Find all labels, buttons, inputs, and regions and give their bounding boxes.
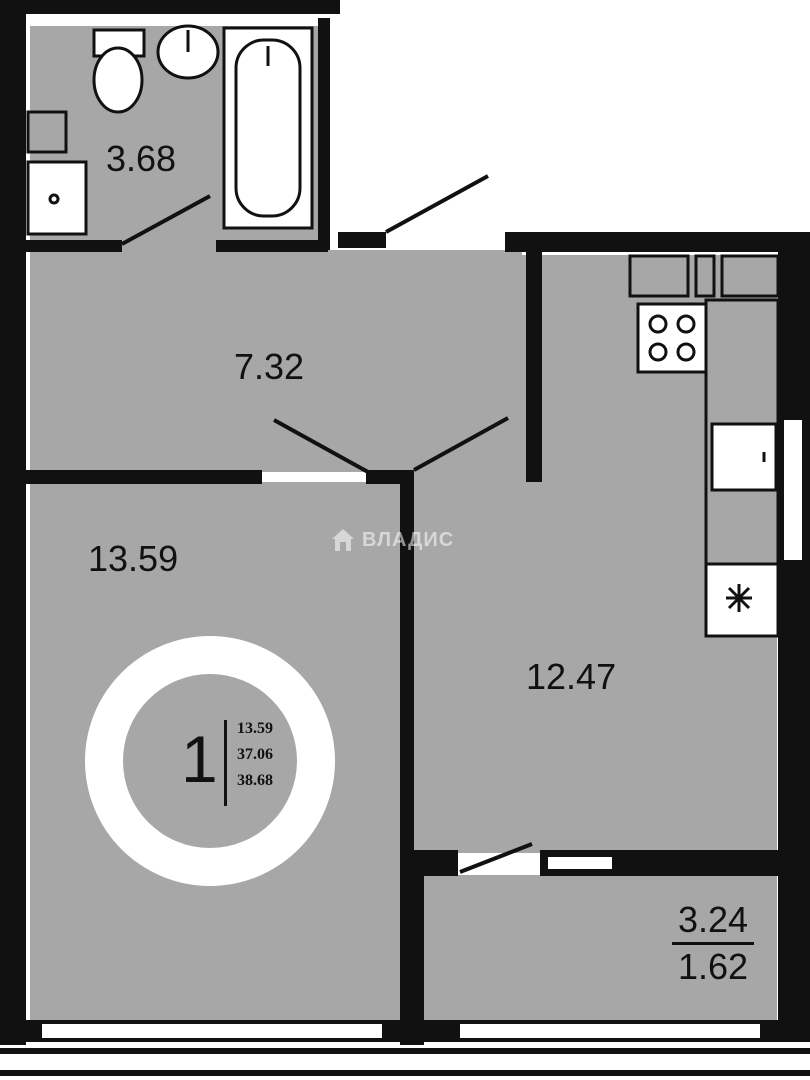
bedroom-right-wall [400,480,414,850]
badge-inner: 1 13.59 37.06 38.68 [123,674,297,848]
doors [121,174,533,874]
bathroom-right-wall [318,18,330,250]
sink-icon [156,24,220,80]
bathroom-fixtures [26,24,314,236]
kitchen-area-label: 12.47 [526,656,617,697]
washing-machine-icon [26,160,88,236]
living-area-value: 13.59 [237,720,273,737]
balcony-left-wall [400,850,424,1045]
kitchen-cabinet-2 [694,254,716,298]
bathroom-door-leaf [121,194,211,246]
kitchen-sink-icon [710,422,778,492]
bedroom-door-leaf-left [273,418,369,474]
bottom-sill [0,1048,810,1054]
windows [42,420,802,1038]
toilet-icon [92,28,146,114]
balcony-area-label: 3.24 1.62 [668,902,758,985]
fridge-icon [704,562,780,638]
kitchen-top-wall [505,232,810,252]
watermark: ВЛАДИС [330,527,454,553]
kitchen-door-leaf [413,416,509,472]
total-with-balcony-value: 38.68 [237,772,273,789]
badge-divider [224,720,227,806]
summary-badge: 1 13.59 37.06 38.68 [85,636,335,886]
kitchen-fixtures [628,254,780,638]
house-icon [332,529,354,551]
bathroom-area-label: 3.68 [106,138,177,179]
balcony-door-leaf [459,842,533,874]
hall-area-label: 7.32 [234,346,305,387]
balcony-floor [422,875,777,1025]
balcony-window [460,1024,760,1038]
kitchen-cabinet-1 [628,254,690,298]
kitchen-partition-top [526,252,542,482]
kitchen-window [784,420,802,560]
balcony-door-jamb [420,850,458,876]
bathroom-bottom-wall-right [216,240,328,252]
badge-areas: 13.59 37.06 38.68 [237,716,273,794]
balcony-fraction-line [672,942,754,945]
left-outer-wall [0,0,26,1045]
bedroom-window [42,1024,382,1038]
total-area-value: 37.06 [237,746,273,763]
watermark-text: ВЛАДИС [362,528,455,551]
bathroom-shelf [26,110,68,154]
entrance-door-leaf [385,174,489,234]
top-outer-wall [0,0,340,14]
bathroom-bottom-wall-left [26,240,122,252]
bottom-sill-2 [0,1070,810,1076]
stove-icon [636,302,708,374]
bathtub-icon [222,26,314,230]
balcony-reduced-area: 1.62 [677,946,749,987]
bedroom-top-wall [26,470,262,484]
balcony-area: 3.24 [677,899,749,940]
kitchen-cabinet-3 [720,254,780,298]
bedroom-area-label: 13.59 [88,538,179,579]
corridor-wall-top [338,232,386,248]
balcony-door-glass [548,857,612,869]
room-count: 1 [181,722,218,796]
right-outer-wall [778,252,810,1042]
